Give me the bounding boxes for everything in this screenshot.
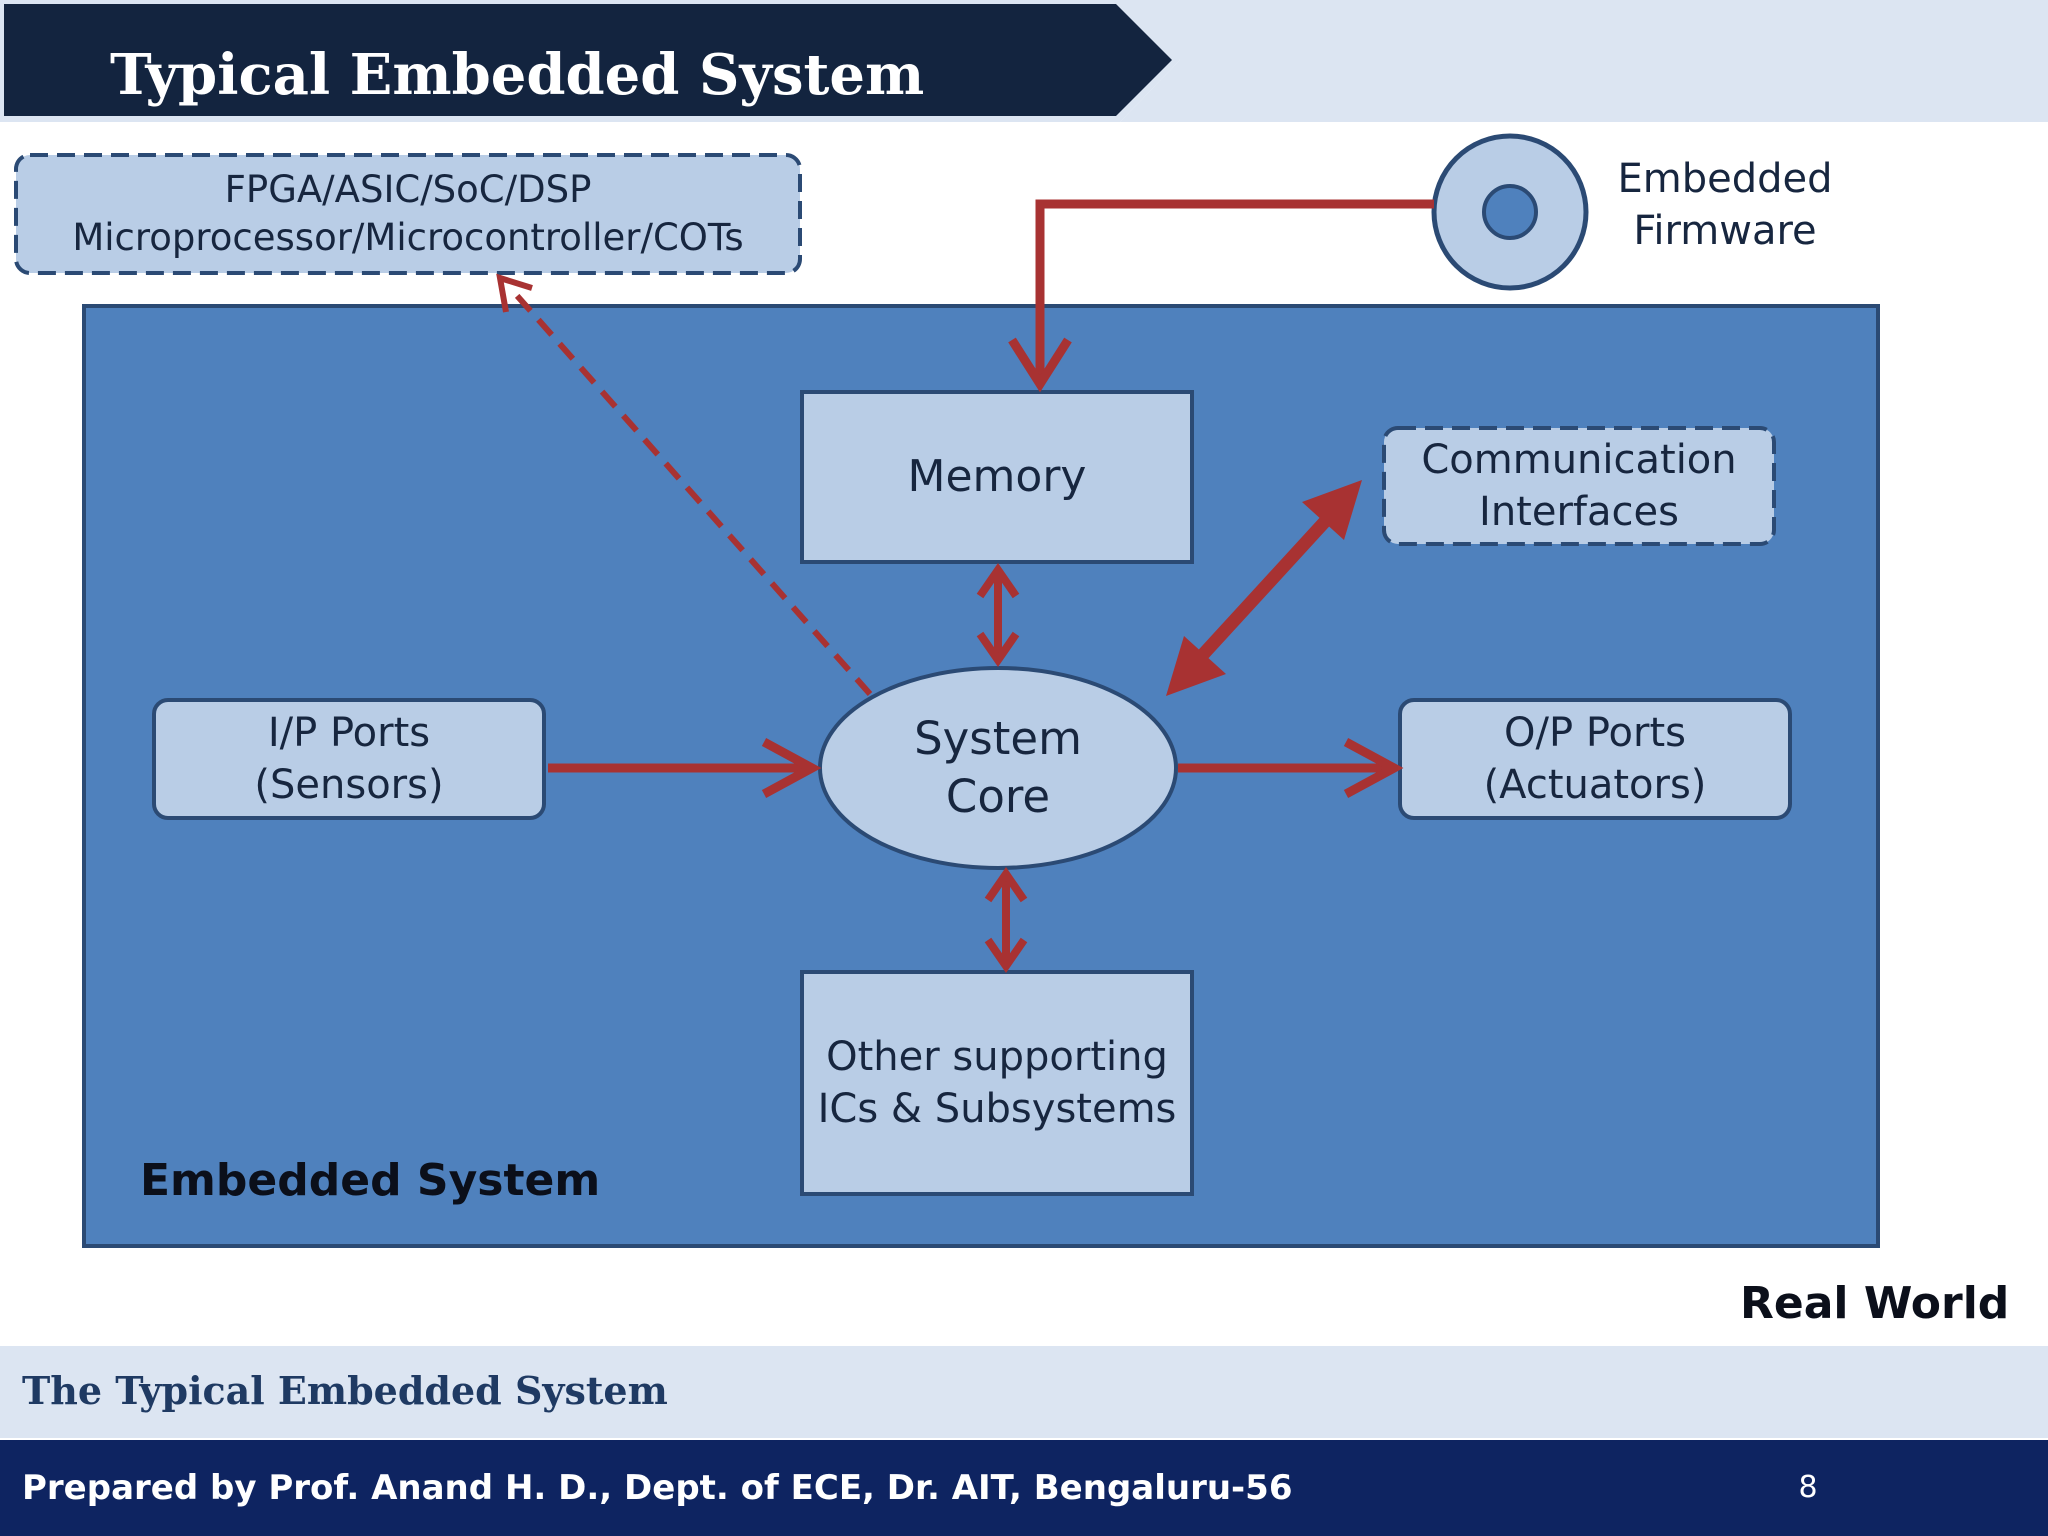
other-ics-label: Other supporting ICs & Subsystems [802,972,1192,1194]
ip-ports-box [152,698,546,820]
op-ports-box [1398,698,1792,820]
core-comm-arrow [1166,480,1362,696]
core-to-op-arrow [1178,738,1404,798]
embedded-system-label: Embedded System [140,1155,601,1206]
op-line2: (Actuators) [1483,762,1707,808]
comm-box [1382,426,1776,546]
memory-box [800,390,1194,564]
ip-line2: (Sensors) [254,762,444,808]
footer-bar [0,1440,2048,1536]
real-world-label: Real World [1740,1278,2010,1329]
other-ics-box [800,970,1194,1196]
ip-ports-label: I/P Ports (Sensors) [154,700,544,818]
bottom-band-title: The Typical Embedded System [22,1368,668,1413]
op-ports-label: O/P Ports (Actuators) [1400,700,1790,818]
core-to-fpga-dashed-arrow [496,273,873,696]
slide-title: Typical Embedded System [110,42,925,108]
page-number: 8 [1798,1470,1818,1505]
other-line2: ICs & Subsystems [817,1086,1177,1132]
core-line1: System [914,711,1082,765]
fpga-line1: FPGA/ASIC/SoC/DSP [224,167,592,211]
other-line1: Other supporting [826,1034,1168,1080]
system-core-label: System Core [820,668,1176,868]
comm-line1: Communication [1421,437,1737,483]
op-line1: O/P Ports [1504,710,1686,756]
firmware-to-memory-arrow [1008,199,1434,393]
fpga-label: FPGA/ASIC/SoC/DSP Microprocessor/Microco… [16,155,800,273]
fpga-box [14,153,802,275]
header-title-bar [4,4,1172,116]
memory-label: Memory [802,392,1192,562]
core-line2: Core [945,770,1051,823]
comm-label: Communication Interfaces [1384,428,1774,544]
fpga-line2: Microprocessor/Microcontroller/COTs [72,216,744,259]
ip-to-core-arrow [548,738,822,798]
comm-line2: Interfaces [1479,489,1679,535]
bottom-title-band [0,1346,2048,1438]
memory-core-arrow [976,562,1020,668]
footer-credit: Prepared by Prof. Anand H. D., Dept. of … [22,1468,1293,1508]
ip-line1: I/P Ports [267,710,431,756]
core-other-arrow [984,866,1028,974]
firmware-line2: Firmware [1633,208,1817,254]
header-light-band [1100,0,2048,122]
firmware-label: Embedded Firmware [1580,145,1870,265]
memory-text: Memory [907,451,1087,503]
firmware-disc-center [1482,184,1538,240]
firmware-line1: Embedded [1617,156,1833,202]
